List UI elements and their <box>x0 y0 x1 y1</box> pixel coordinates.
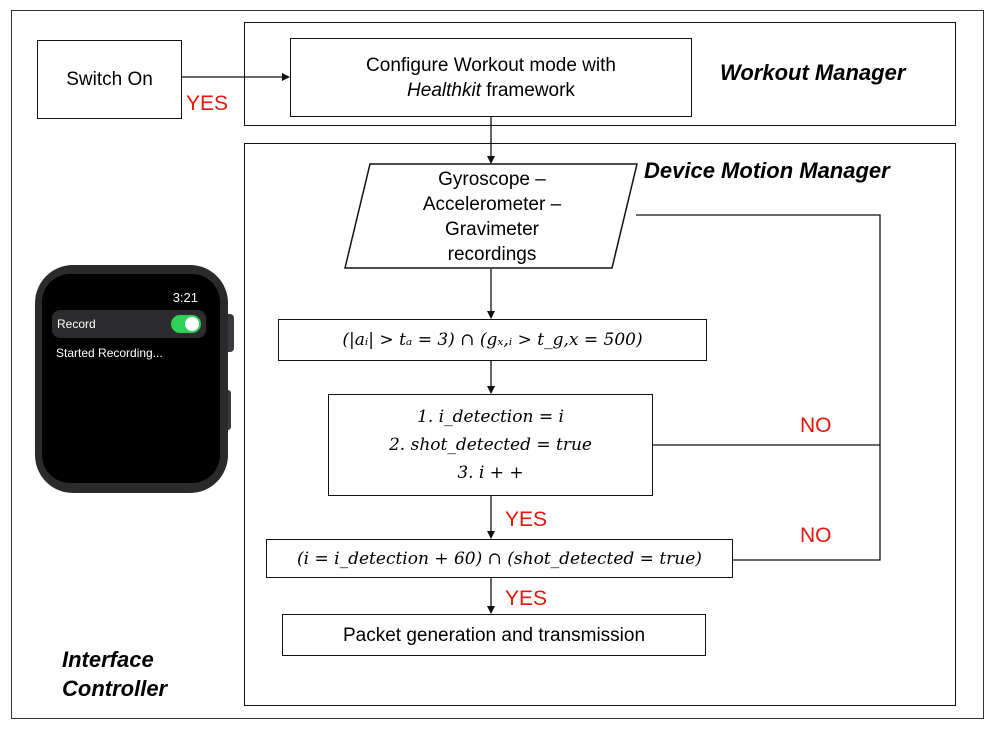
watch-time: 3:21 <box>172 290 198 305</box>
no-label-lower: NO <box>800 524 832 547</box>
workout-manager-title: Workout Manager <box>720 60 906 85</box>
configure-line2: Healthkit framework <box>407 78 575 103</box>
interface-controller-title: Interface Controller <box>62 645 167 703</box>
healthkit-text: Healthkit <box>407 79 481 101</box>
step-2: 2. shot_detected = true <box>388 435 592 455</box>
no-loop-line <box>636 214 881 561</box>
interface-controller-line1: Interface <box>62 647 154 672</box>
workout-manager-container <box>244 22 956 126</box>
sensors-parallelogram <box>344 163 638 269</box>
window-condition-text: (i = i_detection + 60) ∩ (shot_detected … <box>297 548 702 569</box>
step-3: 3. i + + <box>457 463 524 483</box>
yes-label-switch: YES <box>186 92 229 115</box>
no-label-upper: NO <box>800 414 832 437</box>
threshold-condition-text: (|aᵢ| > tₐ = 3) ∩ (gₓ,ᵢ > t_g,x = 500) <box>342 330 643 350</box>
sensors-line2: Accelerometer – <box>422 194 562 215</box>
toggle-knob <box>185 317 199 331</box>
watch-screen: 3:21 Record Started Recording... <box>42 274 220 483</box>
switch-on-box: Switch On <box>37 40 182 119</box>
packet-generation-box: Packet generation and transmission <box>282 614 706 656</box>
framework-text: framework <box>480 79 575 101</box>
configure-workout-box: Configure Workout mode with Healthkit fr… <box>290 38 692 117</box>
recording-status: Started Recording... <box>56 346 163 360</box>
device-motion-manager-container <box>244 143 956 706</box>
record-toggle-row[interactable]: Record <box>52 310 206 338</box>
record-label: Record <box>57 317 96 331</box>
interface-controller-line2: Controller <box>62 676 168 701</box>
configure-line1: Configure Workout mode with <box>366 54 616 76</box>
yes-label-packet: YES <box>505 587 548 610</box>
crown-button <box>224 314 234 352</box>
record-toggle[interactable] <box>171 315 201 333</box>
detection-steps-box: 1. i_detection = i 2. shot_detected = tr… <box>328 394 653 496</box>
outer-frame <box>11 10 984 719</box>
yes-label-steps: YES <box>505 508 548 531</box>
window-condition-box: (i = i_detection + 60) ∩ (shot_detected … <box>266 539 733 578</box>
packet-generation-label: Packet generation and transmission <box>342 624 646 646</box>
sensors-line4: recordings <box>447 244 537 265</box>
threshold-condition-box: (|aᵢ| > tₐ = 3) ∩ (gₓ,ᵢ > t_g,x = 500) <box>278 319 707 361</box>
device-motion-manager-title: Device Motion Manager <box>644 158 890 183</box>
sensors-line1: Gyroscope – <box>438 169 546 190</box>
sensors-line3: Gravimeter <box>445 219 539 240</box>
step-1: 1. i_detection = i <box>417 407 564 427</box>
side-button <box>225 390 231 430</box>
sensors-text: Gyroscope – Accelerometer – Gravimeter r… <box>372 167 612 267</box>
switch-on-label: Switch On <box>66 69 153 90</box>
